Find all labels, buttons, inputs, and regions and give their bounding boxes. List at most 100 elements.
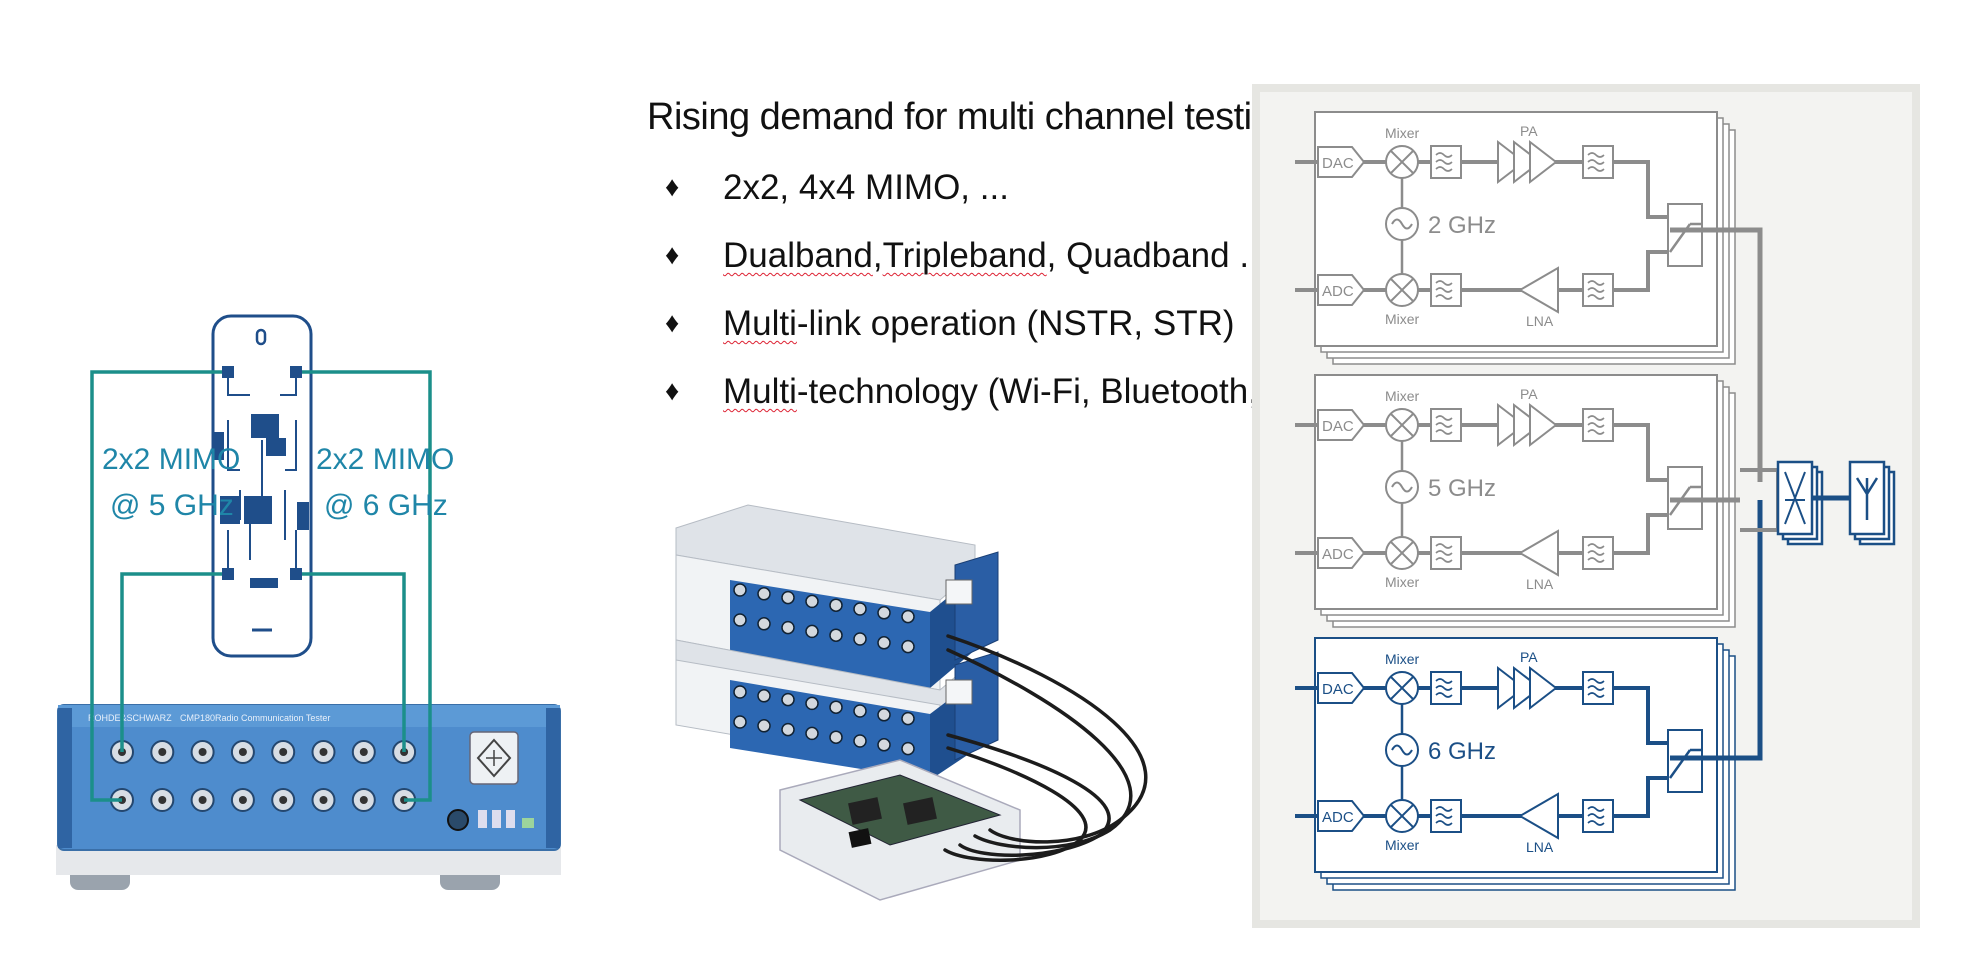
tester-brand: ROHDE&SCHWARZ	[88, 713, 172, 723]
rf-port-icon	[829, 700, 843, 714]
chip	[266, 438, 286, 456]
filter-icon	[1582, 273, 1614, 307]
rf-port-icon	[901, 609, 915, 624]
rf-port-icon	[805, 726, 819, 741]
rf-port-icon	[805, 594, 819, 609]
tester-model: CMP180	[180, 713, 215, 723]
status-led-icon	[522, 818, 534, 828]
antenna-icon	[1855, 477, 1879, 520]
filter-icon	[1582, 799, 1614, 833]
filter-icon	[1582, 145, 1614, 179]
filter-icon	[1430, 536, 1462, 570]
bullet-item: ♦Dualband, Tripleband, Quadband ...	[665, 236, 1390, 304]
pa-icon	[1497, 402, 1558, 448]
chip	[244, 496, 272, 524]
rf-port-icon	[877, 708, 891, 722]
filter-icon	[1430, 273, 1462, 307]
rf-port-icon	[853, 632, 867, 646]
right-mimo-freq: @ 6 GHz	[324, 489, 448, 522]
chip	[212, 432, 224, 460]
adc-block	[1317, 537, 1366, 569]
filter-icon	[1582, 671, 1614, 705]
filter-icon	[1430, 408, 1462, 442]
dac-block	[1317, 146, 1366, 178]
adc-block-label: ADC	[1322, 283, 1354, 300]
dac-block-label: DAC	[1322, 681, 1354, 698]
filter-icon	[1430, 799, 1462, 833]
lna-icon	[1518, 266, 1559, 314]
dac-block-label: DAC	[1322, 155, 1354, 172]
rf-port-icon	[781, 692, 795, 707]
adc-block	[1317, 800, 1366, 832]
power-knob-icon	[447, 809, 469, 831]
bullet-text: 2x2, 4x4 MIMO, ...	[723, 168, 1009, 207]
filter-icon	[1430, 671, 1462, 705]
rs-logo-icon	[476, 738, 512, 778]
bullet-text: -link operation (NSTR, STR)	[796, 304, 1235, 343]
dac-block	[1317, 409, 1366, 441]
antenna-port	[290, 568, 302, 580]
rf-port-icon	[733, 715, 747, 729]
filter-icon	[1582, 408, 1614, 442]
usb-port-icon	[506, 810, 515, 828]
diamond-bullet-icon: ♦	[665, 307, 680, 338]
rf-port-icon	[829, 598, 843, 612]
usb-port-icon	[478, 810, 487, 828]
frequency-label: 5 GHz	[1428, 475, 1496, 502]
rf-port-icon	[901, 741, 915, 756]
pa-label: PA	[1520, 386, 1538, 402]
dac-block	[1317, 672, 1366, 704]
rf-port-icon	[853, 704, 867, 718]
diamond-bullet-icon: ♦	[665, 239, 680, 270]
rf-port-icon	[901, 711, 915, 726]
lna-icon	[1518, 792, 1559, 840]
bullet-text: Dualband	[723, 236, 873, 275]
pa-icon	[1497, 665, 1558, 711]
rf-port-icon	[901, 639, 915, 654]
bullet-text: Tripleband	[882, 236, 1047, 275]
usb-port-icon	[492, 810, 501, 828]
adc-block-label: ADC	[1322, 809, 1354, 826]
mixer-label: Mixer	[1385, 574, 1420, 590]
rf-port-icon	[877, 636, 891, 650]
rf-port-icon	[829, 730, 843, 744]
tester-product: Radio Communication Tester	[215, 713, 330, 723]
rf-port-icon	[757, 617, 771, 631]
rf-port-icon	[757, 587, 771, 601]
frequency-label: 6 GHz	[1428, 738, 1496, 765]
rf-port-icon	[757, 689, 771, 703]
rf-port-icon	[853, 734, 867, 748]
rf-port-icon	[781, 722, 795, 737]
diamond-bullet-icon: ♦	[665, 171, 680, 202]
mixer-label: Mixer	[1385, 311, 1420, 327]
rf-port-icon	[781, 620, 795, 635]
slide-heading: Rising demand for multi channel testing	[647, 96, 1293, 138]
device-camera-icon	[255, 328, 267, 346]
pa-icon	[1497, 139, 1558, 185]
rf-port-icon	[829, 628, 843, 642]
bullet-text: , Quadband ...	[1046, 236, 1269, 275]
diamond-bullet-icon: ♦	[665, 375, 680, 406]
antenna-port	[222, 568, 234, 580]
rf-port-icon	[877, 606, 891, 620]
chip	[220, 496, 240, 524]
filter-icon	[1582, 536, 1614, 570]
bullet-item: ♦ 2x2, 4x4 MIMO, ...	[665, 168, 1390, 236]
pa-label: PA	[1520, 123, 1538, 139]
rf-port-icon	[805, 696, 819, 711]
chip	[297, 502, 309, 530]
filter-icon	[1430, 145, 1462, 179]
bullet-text: Multi	[723, 304, 797, 343]
bullet-item: ♦ Multi-link operation (NSTR, STR)	[665, 304, 1390, 372]
lna-label: LNA	[1526, 839, 1554, 855]
stacked-instruments	[675, 504, 999, 780]
dut-device	[211, 314, 313, 658]
chip	[251, 414, 279, 438]
mixer-label: Mixer	[1385, 125, 1420, 141]
